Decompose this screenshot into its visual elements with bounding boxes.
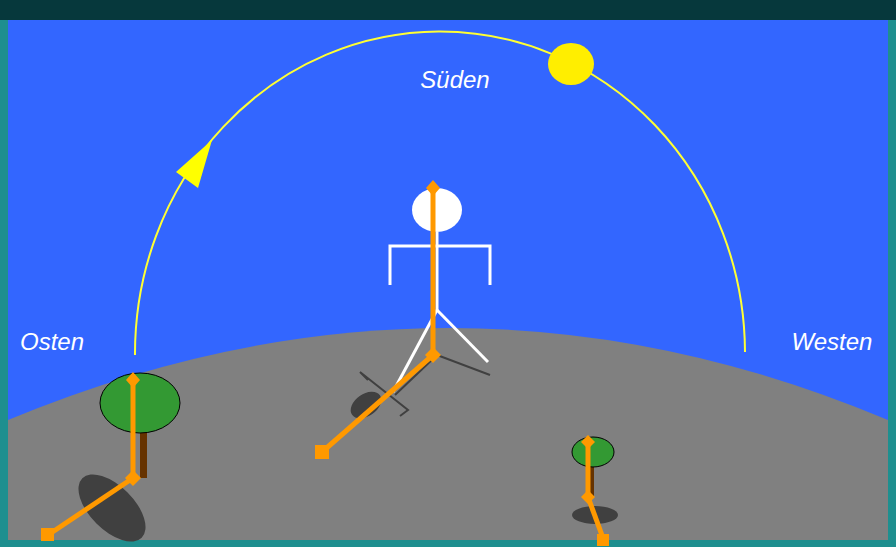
person-arms bbox=[390, 246, 490, 285]
line-marker bbox=[581, 490, 595, 504]
person-body bbox=[436, 232, 439, 310]
tree-right bbox=[572, 435, 618, 546]
line-end bbox=[597, 534, 609, 546]
person-leg bbox=[437, 310, 488, 362]
frame-border bbox=[0, 20, 896, 547]
line-end bbox=[315, 445, 329, 459]
ground bbox=[8, 328, 888, 540]
sun bbox=[548, 43, 594, 85]
shadow-line bbox=[322, 355, 433, 452]
line-marker bbox=[425, 347, 441, 363]
person-head bbox=[412, 188, 462, 232]
direction-arrow bbox=[176, 140, 212, 188]
height-line bbox=[131, 380, 136, 478]
tree-left bbox=[41, 372, 180, 547]
direction-label: Osten bbox=[20, 328, 84, 356]
shadow-line bbox=[48, 478, 133, 535]
person-gnomon bbox=[315, 180, 441, 459]
line-marker bbox=[125, 470, 141, 486]
direction-label: Süden bbox=[420, 66, 489, 94]
shadow-head bbox=[346, 386, 386, 424]
line-end bbox=[41, 528, 54, 541]
line-marker bbox=[126, 372, 140, 388]
line-marker bbox=[426, 180, 440, 196]
sun-path-arc bbox=[135, 31, 745, 355]
line-marker bbox=[581, 435, 595, 449]
direction-label: Westen bbox=[792, 328, 873, 356]
tree-crown bbox=[100, 373, 180, 433]
height-line bbox=[586, 442, 591, 497]
shadow-line bbox=[588, 497, 603, 538]
height-line bbox=[431, 188, 436, 355]
sky bbox=[8, 20, 888, 540]
person bbox=[390, 188, 490, 392]
